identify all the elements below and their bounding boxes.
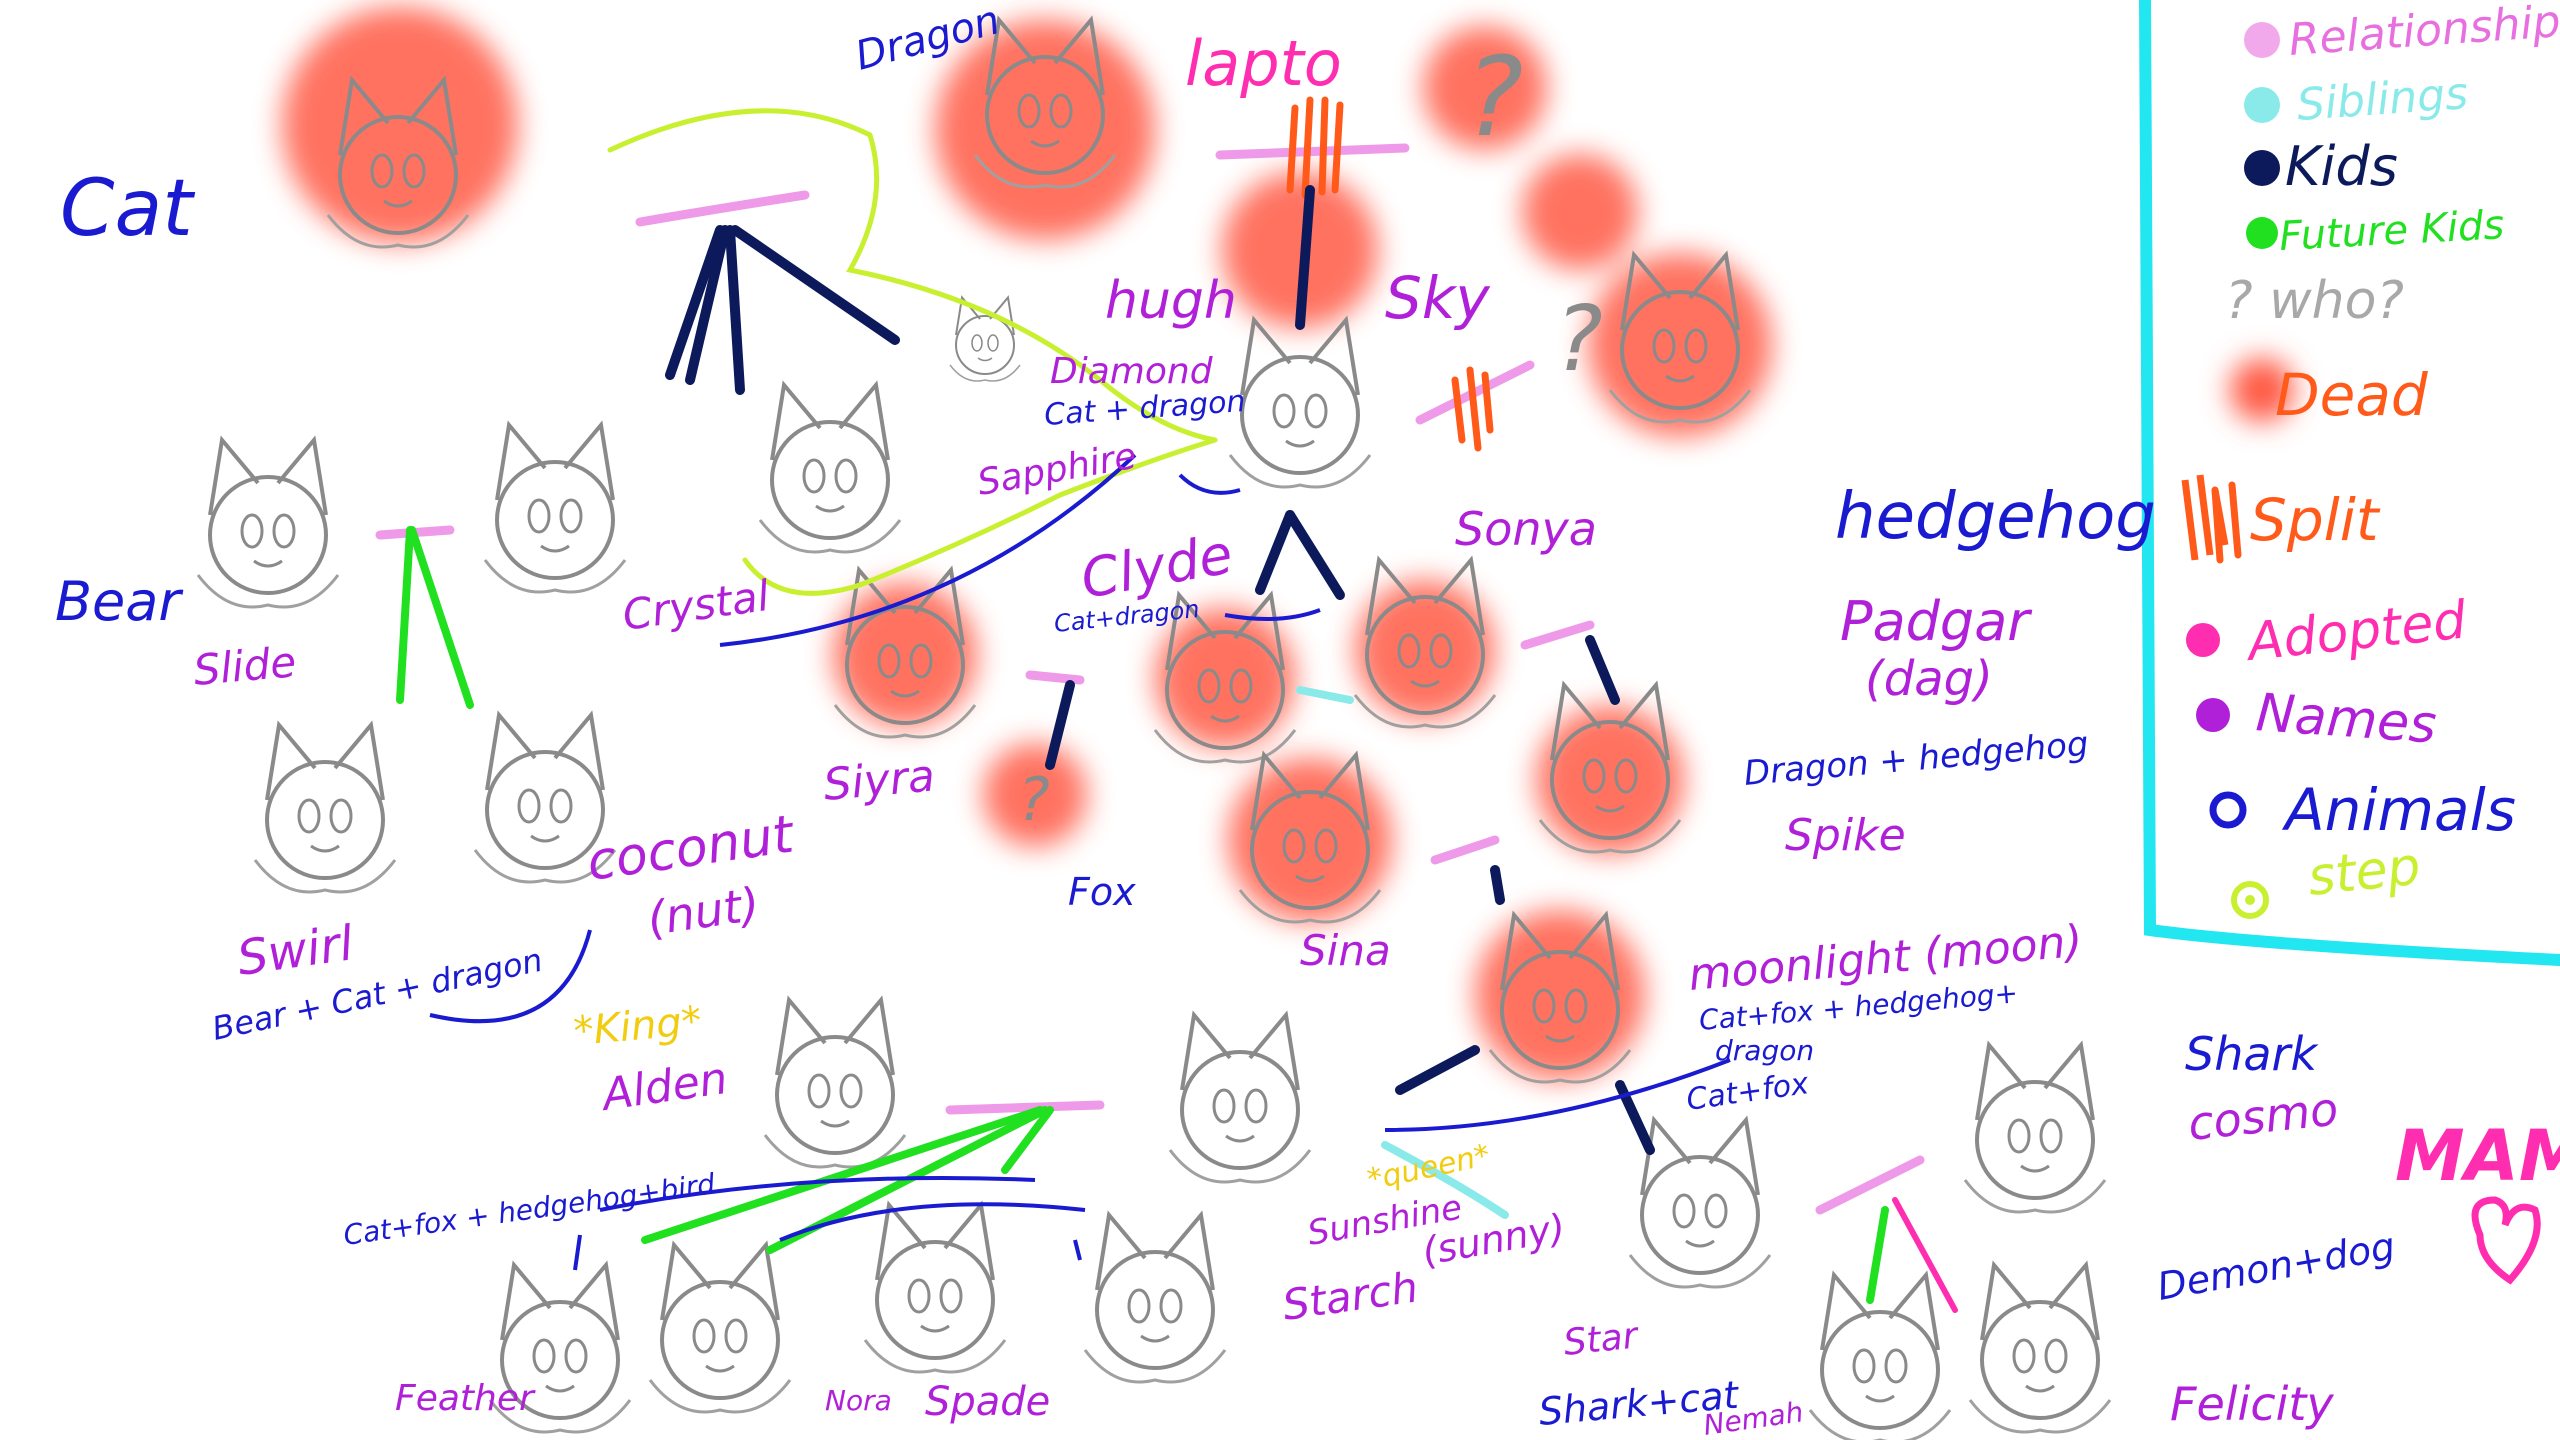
legend-swatches bbox=[2185, 22, 2294, 916]
dead-sonya bbox=[1355, 580, 1495, 720]
name-siyra: Siyra bbox=[822, 750, 937, 811]
legend-swatch-relationships bbox=[2244, 22, 2280, 58]
dead-unknown-2 bbox=[1522, 154, 1638, 270]
species-fox: Fox bbox=[1068, 870, 1136, 914]
legend-kids: Kids bbox=[2285, 135, 2398, 198]
name-cosmo: cosmo bbox=[2186, 1082, 2341, 1151]
unknown-mark-2: ? bbox=[1555, 287, 1603, 392]
dead-dragon-parent bbox=[935, 20, 1155, 240]
note-spike-mix: Dragon + hedgehog bbox=[1742, 724, 2090, 794]
name-alden: Alden bbox=[596, 1053, 730, 1121]
legend-swatch-adopted bbox=[2186, 623, 2220, 657]
signature-text: MAM bbox=[2395, 1115, 2560, 1197]
species-shark: Shark bbox=[2185, 1027, 2319, 1081]
legend-swatch-animals bbox=[2213, 795, 2243, 825]
name-padgar-nick: (dag) bbox=[1865, 651, 1993, 707]
name-bear-text: Bear bbox=[55, 570, 183, 633]
species-cat: Cat bbox=[60, 164, 195, 254]
dead-clyde bbox=[1155, 608, 1295, 748]
legend: Relationships Siblings Kids Future Kids … bbox=[2225, 0, 2560, 908]
name-lapto: lapto bbox=[1185, 27, 1342, 100]
legend-swatch-step-dot bbox=[2245, 895, 2255, 905]
name-spike: Spike bbox=[1785, 810, 1906, 861]
name-felicity: Felicity bbox=[2170, 1377, 2334, 1431]
name-coconut: coconut bbox=[583, 804, 798, 892]
name-nora: Nora bbox=[825, 1384, 892, 1417]
adopted-line bbox=[1895, 1200, 1955, 1310]
name-slide: Slide bbox=[192, 637, 298, 695]
legend-swatch-names bbox=[2196, 698, 2230, 732]
legend-animals: Animals bbox=[2281, 776, 2516, 844]
dead-moonlight bbox=[1475, 910, 1645, 1080]
legend-relationships: Relationships bbox=[2287, 0, 2560, 66]
signature: MAM bbox=[2395, 1115, 2560, 1197]
legend-who: ? who? bbox=[2225, 271, 2404, 331]
name-spade: Spade bbox=[925, 1379, 1050, 1425]
name-padgar: Padgar bbox=[1840, 590, 2032, 653]
signature-heart bbox=[2475, 1200, 2537, 1280]
unknown-mark-1: ? bbox=[1465, 33, 1523, 161]
name-coconut-nick: (nut) bbox=[644, 877, 763, 946]
legend-swatch-siblings bbox=[2244, 87, 2280, 123]
name-starch: Starch bbox=[1280, 1262, 1421, 1329]
legend-swatch-future-kids bbox=[2246, 217, 2278, 249]
name-sapphire: Sapphire bbox=[974, 436, 1139, 504]
name-feather: Feather bbox=[395, 1378, 536, 1419]
legend-names: Names bbox=[2254, 683, 2438, 755]
name-sina: Sina bbox=[1300, 926, 1391, 975]
legend-step: step bbox=[2305, 836, 2423, 907]
name-diamond: Diamond bbox=[1050, 351, 1214, 392]
name-crystal: Crystal bbox=[620, 571, 773, 640]
legend-dead: Dead bbox=[2275, 361, 2429, 429]
note-moonlight-mix-2: dragon bbox=[1715, 1034, 1814, 1067]
name-swirl: Swirl bbox=[234, 915, 357, 987]
dead-cat-parent bbox=[282, 7, 518, 243]
legend-adopted: Adopted bbox=[2242, 590, 2470, 673]
note-bird-mix: Cat+fox + hedgehog+bird bbox=[341, 1167, 717, 1252]
bear-label: Bear bbox=[55, 570, 183, 633]
name-clyde: Clyde bbox=[1076, 522, 1237, 610]
legend-split: Split bbox=[2250, 486, 2381, 554]
legend-swatch-kids bbox=[2244, 150, 2280, 186]
name-sky: Sky bbox=[1385, 264, 1490, 332]
note-catfox: Cat+fox bbox=[1684, 1066, 1811, 1118]
name-hugh: hugh bbox=[1105, 271, 1237, 331]
name-star: Star bbox=[1562, 1315, 1642, 1364]
unknown-mark-3: ? bbox=[1018, 765, 1050, 835]
note-demon-dog: Demon+dog bbox=[2154, 1224, 2398, 1309]
species-hedgehog: hedgehog bbox=[1835, 480, 2156, 554]
legend-siblings: Siblings bbox=[2295, 68, 2469, 131]
legend-future-kids: Future Kids bbox=[2278, 202, 2505, 260]
name-sonya: Sonya bbox=[1455, 502, 1597, 556]
title-king: *King* bbox=[572, 998, 704, 1055]
